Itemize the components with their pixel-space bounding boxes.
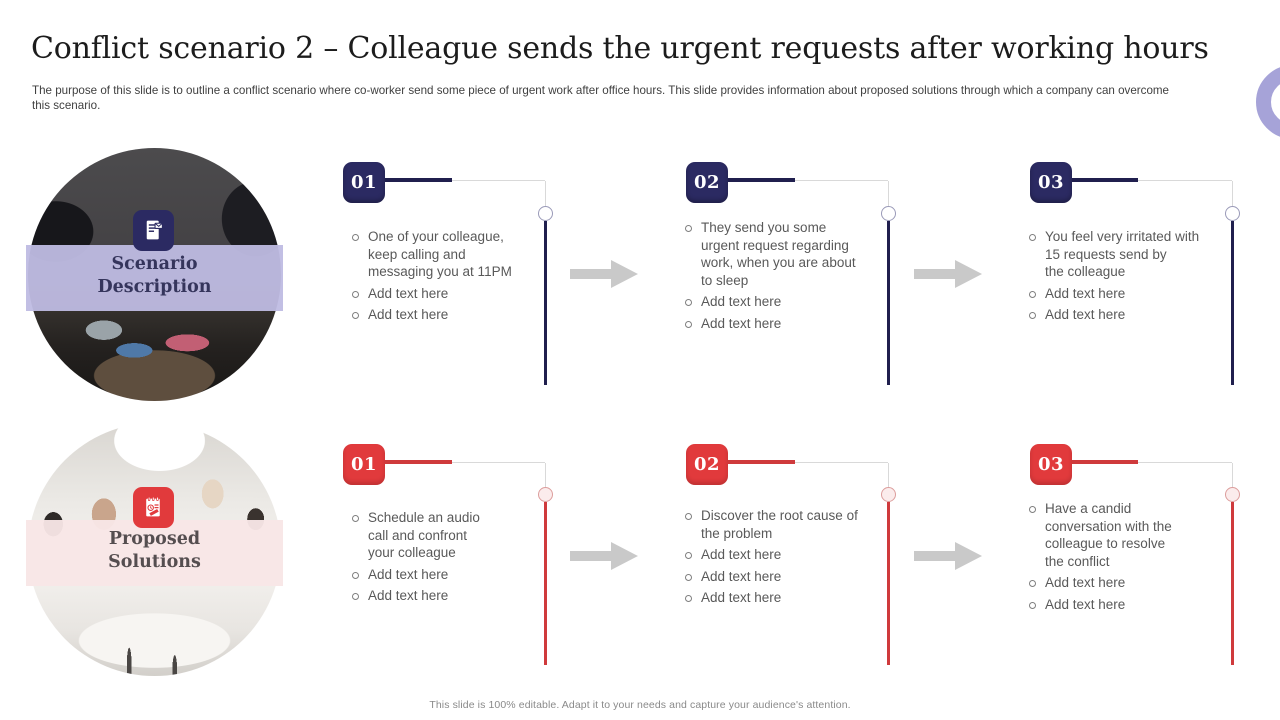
- list-item: Have a candid conversation with the coll…: [1029, 500, 1229, 570]
- bullet-marker: [1029, 506, 1036, 513]
- connector-line: [728, 178, 795, 182]
- bullet-marker: [685, 573, 692, 581]
- connector-line: [385, 460, 452, 464]
- decorative-ring-shape: [1256, 65, 1280, 139]
- connector-node: [1225, 206, 1240, 221]
- connector-line: [795, 180, 888, 181]
- footer-note: This slide is 100% editable. Adapt it to…: [429, 699, 851, 711]
- connector-line: [544, 502, 547, 665]
- list-item: Discover the root cause of the problem: [685, 507, 885, 542]
- connector-node: [538, 487, 553, 502]
- bullet-marker: [352, 593, 359, 600]
- right-arrow-icon: [570, 542, 638, 570]
- list-item: Add text here: [352, 306, 530, 324]
- scenario-description-label: Scenario Description: [97, 254, 212, 297]
- step-text-block: Have a candid conversation with the coll…: [1029, 500, 1229, 617]
- connector-line: [1072, 460, 1138, 464]
- bullet-marker: [685, 595, 692, 602]
- step-text-block: One of your colleague, keep calling and …: [352, 228, 530, 328]
- bullet-marker: [685, 320, 692, 328]
- step-badge: 02: [686, 162, 728, 203]
- list-item: Schedule an audio call and confront your…: [352, 509, 530, 562]
- bullet-marker: [1029, 312, 1036, 319]
- connector-line: [452, 180, 545, 181]
- connector-node: [1225, 487, 1240, 502]
- connector-line: [1231, 221, 1234, 385]
- connector-line: [545, 463, 546, 487]
- connector-line: [1232, 181, 1233, 206]
- step-badge: 02: [686, 444, 728, 485]
- step-text-block: You feel very irritated with 15 requests…: [1029, 228, 1229, 328]
- step-badge: 01: [343, 444, 385, 485]
- connector-line: [385, 178, 452, 182]
- connector-node: [881, 487, 896, 502]
- right-arrow-icon: [914, 260, 982, 288]
- connector-line: [544, 221, 547, 385]
- connector-line: [1231, 502, 1234, 665]
- connector-line: [1138, 180, 1232, 181]
- bullet-marker: [1029, 234, 1036, 241]
- list-item: Add text here: [685, 589, 885, 607]
- connector-line: [888, 463, 889, 487]
- proposed-solutions-banner: Proposed Solutions: [26, 520, 283, 586]
- list-item: Add text here: [685, 546, 885, 564]
- step-text-block: Schedule an audio call and confront your…: [352, 509, 530, 609]
- list-item: You feel very irritated with 15 requests…: [1029, 228, 1229, 281]
- bullet-marker: [1029, 601, 1036, 609]
- bullet-marker: [685, 552, 692, 559]
- connector-line: [887, 221, 890, 385]
- connector-node: [538, 206, 553, 221]
- bullet-marker: [352, 312, 359, 319]
- step-text-block: They send you some urgent request regard…: [685, 219, 881, 336]
- list-item: Add text here: [685, 293, 881, 311]
- right-arrow-icon: [914, 542, 982, 570]
- bullet-marker: [685, 513, 692, 520]
- connector-line: [452, 462, 545, 463]
- bullet-marker: [352, 234, 359, 241]
- scenario-description-banner: Scenario Description: [26, 245, 283, 311]
- list-item: Add text here: [352, 587, 530, 605]
- page-title: Conflict scenario 2 – Colleague sends th…: [31, 31, 1209, 66]
- connector-line: [1138, 462, 1232, 463]
- connector-line: [545, 181, 546, 206]
- step-badge: 03: [1030, 444, 1072, 485]
- connector-line: [728, 460, 795, 464]
- bullet-marker: [1029, 290, 1036, 298]
- list-item: Add text here: [685, 315, 881, 333]
- bullet-marker: [352, 290, 359, 298]
- proposed-solutions-label: Proposed Solutions: [108, 529, 201, 572]
- notepad-checklist-icon: [133, 487, 174, 528]
- list-item: Add text here: [1029, 574, 1229, 592]
- document-report-icon: [133, 210, 174, 251]
- list-item: Add text here: [352, 566, 530, 584]
- list-item: One of your colleague, keep calling and …: [352, 228, 530, 281]
- list-item: Add text here: [1029, 306, 1229, 324]
- list-item: They send you some urgent request regard…: [685, 219, 881, 289]
- list-item: Add text here: [685, 568, 885, 586]
- bullet-marker: [1029, 580, 1036, 587]
- connector-node: [881, 206, 896, 221]
- bullet-marker: [352, 571, 359, 579]
- list-item: Add text here: [352, 285, 530, 303]
- connector-line: [888, 181, 889, 206]
- bullet-marker: [685, 225, 692, 232]
- connector-line: [1072, 178, 1138, 182]
- step-badge: 03: [1030, 162, 1072, 203]
- bullet-marker: [352, 515, 359, 522]
- step-text-block: Discover the root cause of the problem A…: [685, 507, 885, 611]
- slide-subtitle: The purpose of this slide is to outline …: [32, 84, 1170, 112]
- connector-line: [887, 502, 890, 665]
- step-badge: 01: [343, 162, 385, 203]
- connector-line: [795, 462, 888, 463]
- connector-line: [1232, 463, 1233, 487]
- bullet-marker: [685, 299, 692, 306]
- list-item: Add text here: [1029, 596, 1229, 614]
- list-item: Add text here: [1029, 285, 1229, 303]
- right-arrow-icon: [570, 260, 638, 288]
